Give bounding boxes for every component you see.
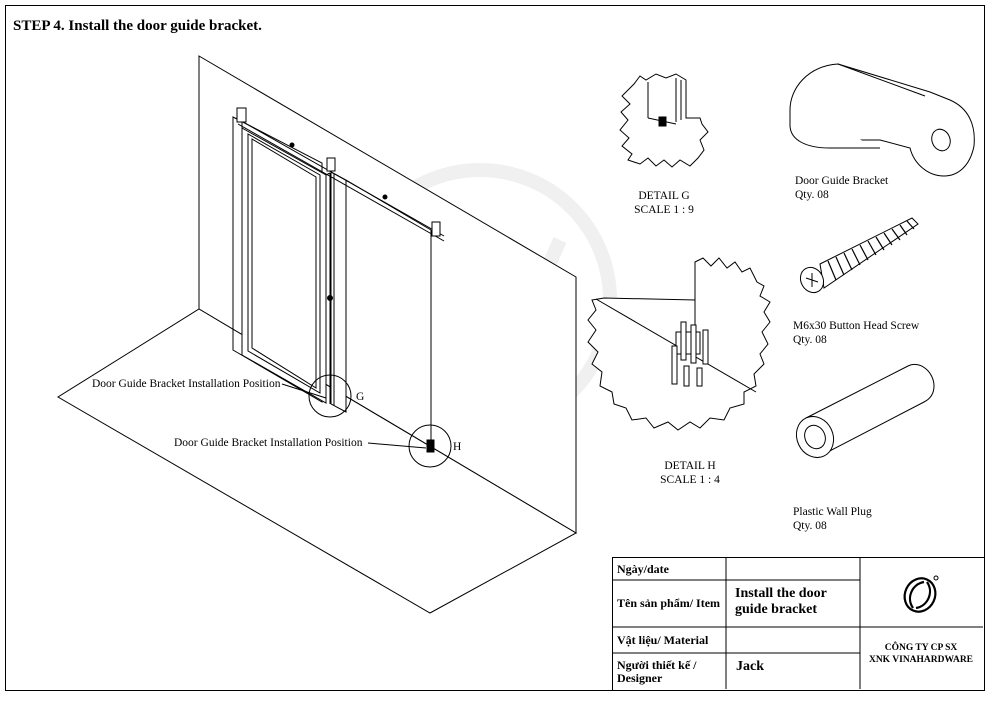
detail-g-title: DETAIL G (638, 190, 690, 202)
detail-g-caption: DETAIL G SCALE 1 : 9 (616, 189, 712, 217)
company-logo (903, 575, 939, 613)
detail-g-scale: SCALE 1 : 9 (634, 204, 694, 216)
company-line1: CÔNG TY CP SX (884, 643, 958, 653)
title-block-grid (612, 557, 983, 689)
detail-h-title: DETAIL H (664, 460, 716, 472)
track-rail (235, 107, 445, 301)
designer-label-line1: Người thiết kế / (617, 658, 697, 672)
left-door-panel (241, 127, 331, 404)
date-label: Ngày/date (617, 562, 669, 576)
designer-label: Người thiết kế / Designer (617, 659, 697, 685)
installation-position-label-g: Door Guide Bracket Installation Position (92, 378, 281, 390)
part-qty: Qty. 08 (795, 189, 829, 201)
part-name: M6x30 Button Head Screw (793, 320, 920, 332)
title-block (612, 557, 984, 690)
detail-g-view (619, 73, 709, 168)
leader-g (281, 383, 327, 399)
part-door-guide-bracket: Door Guide Bracket Qty. 08 (795, 174, 888, 202)
callout-g-letter: G (356, 391, 365, 403)
part-name: Plastic Wall Plug (793, 506, 872, 518)
company-name: CÔNG TY CP SX XNK VINAHARDWARE (862, 642, 980, 666)
detail-h-view (587, 257, 771, 431)
item-value-line2: guide bracket (735, 602, 818, 617)
detail-h-callout-circle (408, 424, 452, 468)
company-line2: XNK VINAHARDWARE (868, 655, 974, 665)
part-qty: Qty. 08 (793, 334, 827, 346)
installation-position-label-h: Door Guide Bracket Installation Position (174, 437, 363, 449)
main-room-view (57, 55, 578, 614)
leader-h (367, 442, 427, 449)
designer-value: Jack (736, 659, 764, 674)
floor (57, 308, 578, 614)
material-label: Vật liệu/ Material (617, 633, 709, 647)
detail-h-scale: SCALE 1 : 4 (660, 474, 720, 486)
detail-h-caption: DETAIL H SCALE 1 : 4 (640, 459, 740, 487)
part-name: Door Guide Bracket (795, 175, 889, 187)
button-head-screw-part (799, 217, 919, 294)
drawing-frame (5, 5, 985, 691)
detail-g-callout-circle (308, 374, 352, 418)
part-qty: Qty. 08 (793, 520, 827, 532)
item-label: Tên sản phẩm/ Item (617, 596, 721, 610)
step-title: STEP 4. Install the door guide bracket. (13, 18, 262, 34)
door-guide-bracket-part (789, 63, 975, 177)
callout-h-letter: H (453, 441, 462, 453)
designer-label-line2: Designer (617, 671, 663, 685)
part-button-head-screw: M6x30 Button Head Screw Qty. 08 (793, 319, 919, 347)
part-plastic-wall-plug: Plastic Wall Plug Qty. 08 (793, 505, 872, 533)
item-value: Install the door guide bracket (735, 586, 827, 618)
item-value-line1: Install the door (735, 586, 827, 601)
plastic-wall-plug-part (795, 364, 935, 458)
detail-h-bracket (671, 321, 709, 387)
